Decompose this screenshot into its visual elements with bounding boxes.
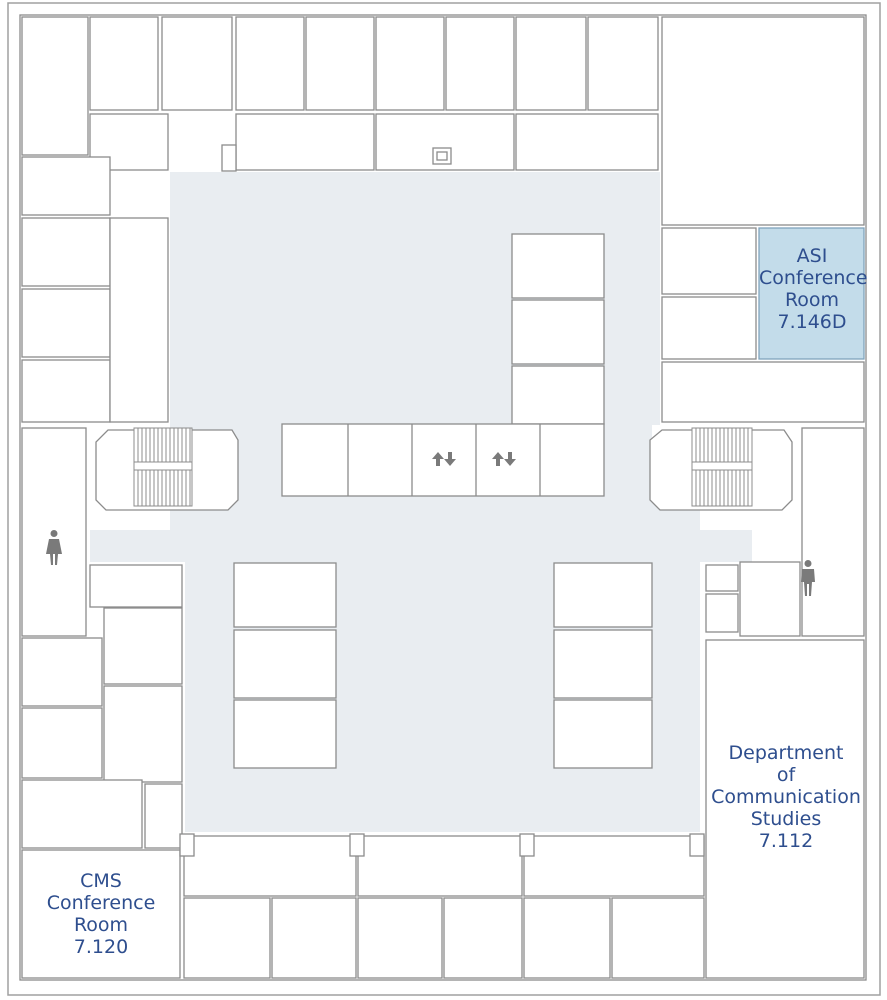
room-label-line: Room bbox=[784, 289, 840, 311]
room-label-line: Room bbox=[73, 914, 129, 936]
room-number: 7.146D bbox=[777, 311, 847, 333]
women-restroom-icon bbox=[46, 530, 62, 565]
right-offices bbox=[661, 227, 865, 979]
asi-conference-room-label: ASI Conference Room 7.146D bbox=[759, 245, 868, 333]
left-offices bbox=[21, 156, 183, 979]
room-number: 7.120 bbox=[73, 936, 129, 958]
room-number: 7.112 bbox=[758, 830, 814, 852]
stairwell-left bbox=[95, 427, 239, 511]
elevator-icon bbox=[492, 452, 516, 466]
elevator-icon bbox=[432, 452, 456, 466]
room-label-line: Conference bbox=[759, 267, 868, 289]
central-core bbox=[281, 233, 605, 497]
room-label-line: of bbox=[776, 764, 796, 786]
cms-conference-room-label: CMS Conference Room 7.120 bbox=[22, 870, 180, 958]
communication-studies-label: Department of Communication Studies 7.11… bbox=[700, 742, 872, 852]
room-label-line: CMS bbox=[80, 870, 122, 892]
asi-conference-room-shape[interactable] bbox=[758, 227, 865, 360]
room-label-line: Studies bbox=[750, 808, 822, 830]
room-label-line: Communication bbox=[711, 786, 861, 808]
interior-blocks bbox=[233, 562, 653, 769]
top-offices bbox=[21, 16, 865, 226]
room-label-line: Department bbox=[728, 742, 844, 764]
stairwell-right bbox=[649, 427, 793, 511]
room-label-line: Conference bbox=[46, 892, 156, 914]
bottom-offices bbox=[179, 833, 705, 979]
room-label-line: ASI bbox=[796, 245, 828, 267]
men-restroom-icon bbox=[801, 560, 815, 596]
